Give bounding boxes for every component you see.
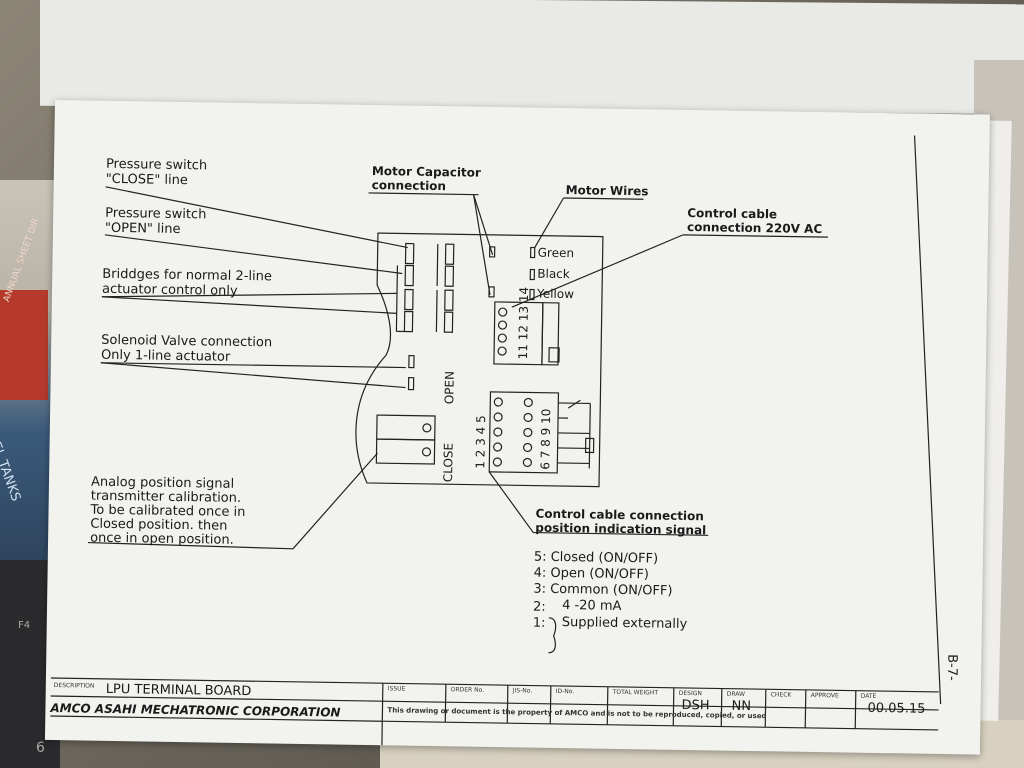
title-block-top: [50, 677, 939, 693]
leader-motor-wires: [534, 197, 565, 248]
leader-pos-ind: [488, 471, 534, 533]
label-motor-capacitor: Motor Capacitor: [371, 163, 482, 180]
leader-pressure-close: [105, 186, 408, 249]
label-terminal-11-14: 11 12 13 14: [515, 286, 532, 360]
drawing-sheet: Pressure switch "CLOSE" line Pressure sw…: [44, 100, 990, 755]
title-draw-label: DRAW: [726, 690, 746, 698]
label-wire-black: Black: [537, 266, 570, 282]
label-solenoid: Solenoid Valve connection: [101, 332, 273, 351]
key-6: 6: [36, 740, 45, 756]
leader-motor-cap-b: [472, 194, 491, 295]
title-id-label: ID-No.: [555, 687, 575, 696]
label-terminal-6-10: 6 7 8 9 10: [538, 408, 554, 470]
label-pressure-close-line: "CLOSE" line: [105, 171, 188, 189]
signal-1-supplied: Supplied externally: [561, 615, 688, 632]
label-control-cable: Control cable: [687, 205, 778, 222]
key-f4: F4: [18, 620, 31, 631]
label-pressure-open-line: "OPEN" line: [104, 220, 181, 237]
pos-ind-underline: [533, 531, 709, 536]
title-issue-label: ISSUE: [387, 685, 406, 693]
title-weight-label: TOTAL WEIGHT: [612, 688, 659, 697]
signal-2-4-20ma: 4 -20 mA: [562, 598, 622, 614]
control-cable-underline: [682, 234, 828, 238]
leader-solenoid-b: [100, 362, 406, 389]
signal-3-common: 3: Common (ON/OFF): [533, 581, 673, 599]
red-book-spine: [0, 290, 48, 400]
label-close: CLOSE: [441, 442, 456, 483]
title-description-label: DESCRIPTION: [53, 682, 95, 690]
label-analog-5: once in open position.: [90, 530, 234, 548]
label-pressure-close: Pressure switch: [105, 156, 208, 174]
signal-4-open: 4: Open (ON/OFF): [533, 565, 650, 583]
leader-analog-base: [88, 541, 293, 550]
label-bridges: Briddges for normal 2-line: [102, 266, 273, 285]
label-wire-green: Green: [537, 245, 575, 261]
title-date: 00.05.15: [867, 700, 926, 717]
leader-bridges-b: [101, 296, 397, 314]
leader-bridges-a: [101, 292, 398, 298]
label-pressure-open: Pressure switch: [105, 205, 207, 223]
sheet-border-right: [913, 135, 942, 705]
previous-page: [40, 0, 1024, 115]
label-wire-yellow: Yellow: [536, 286, 575, 302]
label-solenoid-2: Only 1-line actuator: [100, 347, 231, 365]
title-check-label: CHECK: [770, 691, 792, 699]
signal-2-num: 2:: [532, 599, 546, 615]
page-number: B-7-: [943, 654, 960, 681]
leader-motor-cap-a: [472, 194, 494, 256]
motor-wires-underline: [563, 197, 644, 200]
terminal-board-outline: [355, 232, 604, 488]
title-design-label: DESIGN: [678, 689, 702, 698]
label-motor-capacitor-2: connection: [371, 177, 447, 194]
title-approve-label: APPROVE: [810, 691, 839, 700]
title-jis-label: JIS-No.: [512, 687, 533, 695]
label-terminal-1-5: 1 2 3 4 5: [473, 415, 489, 469]
leader-analog: [292, 452, 378, 550]
leader-pressure-open: [104, 234, 403, 275]
wiring-diagram: [50, 135, 942, 746]
signal-1-num: 1:: [532, 615, 546, 631]
title-description: LPU TERMINAL BOARD: [105, 681, 252, 700]
label-position-indication-2: position indication signal: [535, 520, 707, 538]
signal-5-closed: 5: Closed (ON/OFF): [533, 549, 659, 567]
label-motor-wires: Motor Wires: [565, 183, 649, 199]
leader-solenoid-a: [100, 362, 406, 369]
leader-control-cable: [511, 234, 684, 308]
motor-cap-underline: [368, 192, 479, 196]
label-control-cable-2: connection 220V AC: [686, 219, 823, 237]
title-date-label: DATE: [860, 692, 877, 700]
title-order-label: ORDER No.: [450, 686, 485, 694]
label-bridges-2: actuator control only: [101, 281, 238, 299]
label-open: OPEN: [442, 370, 457, 405]
